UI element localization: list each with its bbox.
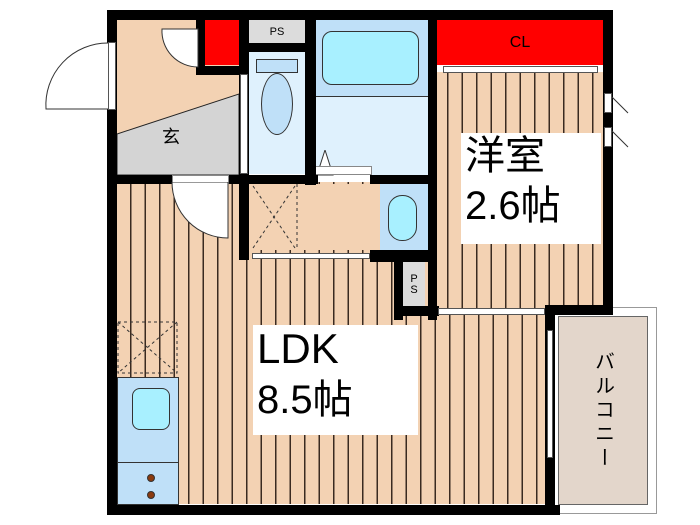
pipe-space-top-label: PS <box>269 25 285 38</box>
ldk-name: LDK <box>257 325 339 372</box>
wall <box>394 306 439 316</box>
toilet-sliding-door[interactable] <box>240 74 248 174</box>
toilet-icon <box>261 73 293 135</box>
wall <box>545 305 613 315</box>
bathroom-divider <box>316 96 428 97</box>
pipe-space-mid: PS <box>403 262 425 306</box>
closet-sliding-door[interactable] <box>443 66 598 73</box>
wall <box>305 10 316 185</box>
closet-label: CL <box>509 33 531 51</box>
kitchen-sink-icon <box>132 388 170 430</box>
western-room-name: 洋室 <box>465 134 545 178</box>
wall <box>394 250 403 320</box>
window-icon <box>604 93 612 113</box>
wall <box>370 175 435 184</box>
western-room-size: 2.6帖 <box>465 184 561 228</box>
wall <box>107 505 560 515</box>
entrance-label: 玄 <box>162 127 180 147</box>
shoe-cabinet-door-icon[interactable] <box>160 27 200 69</box>
washroom <box>249 184 380 250</box>
wall <box>603 10 613 315</box>
ldk-size: 8.5帖 <box>257 378 353 422</box>
wall <box>228 175 318 184</box>
bathtub-icon <box>322 31 419 85</box>
pipe-space-mid-label: PS <box>408 273 421 295</box>
washbasin-icon <box>388 195 417 241</box>
wall <box>107 175 172 184</box>
balcony: バルコニー <box>558 316 648 505</box>
closet: CL <box>437 20 603 65</box>
wall <box>428 10 437 320</box>
entrance-door-frame <box>108 42 116 110</box>
ldk-door-swing-icon[interactable] <box>170 182 232 242</box>
wall <box>196 66 241 75</box>
toilet-tank-icon <box>256 59 298 73</box>
genkan-floor <box>117 93 239 175</box>
wall <box>434 306 438 316</box>
western-room-sliding-door[interactable] <box>438 308 545 315</box>
wall <box>107 10 612 20</box>
western-room-label: 洋室 2.6帖 <box>461 133 601 244</box>
wall <box>249 43 309 52</box>
refrigerator-space-icon <box>117 321 178 374</box>
washroom-sliding-door[interactable] <box>252 253 370 259</box>
bathroom-door-frame <box>314 166 372 175</box>
window-open-lines <box>612 96 629 148</box>
stove-burner-icon <box>147 491 155 499</box>
pipe-space-top: PS <box>249 20 305 43</box>
wall <box>196 20 205 75</box>
washing-machine-pan-icon <box>252 184 298 250</box>
window-icon <box>604 127 612 147</box>
ldk-label: LDK 8.5帖 <box>253 325 418 435</box>
entrance-door-swing-icon[interactable] <box>44 40 110 112</box>
balcony-sliding-window[interactable] <box>547 330 553 458</box>
stove-burner-icon <box>147 474 155 482</box>
shoe-cabinet <box>205 20 239 65</box>
wall <box>107 10 117 515</box>
balcony-label: バルコニー <box>591 350 614 471</box>
kitchen-divider <box>117 462 179 463</box>
